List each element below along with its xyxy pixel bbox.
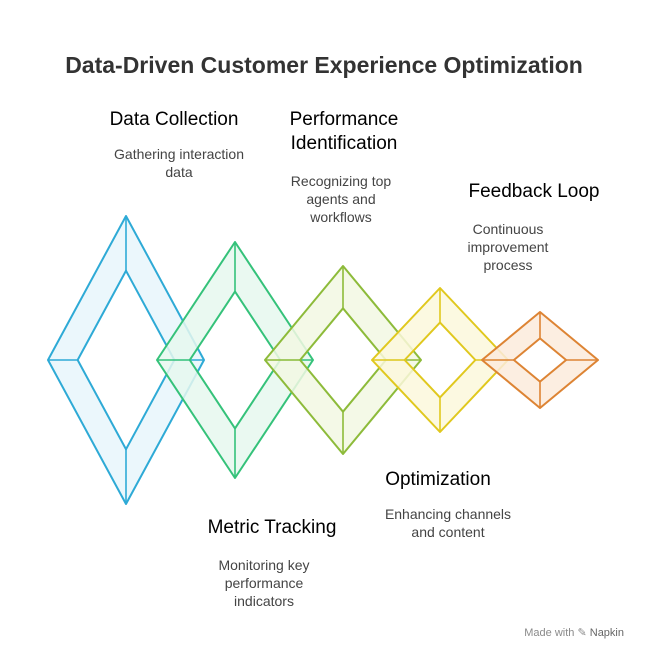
step-title-metric-tracking: Metric Tracking <box>207 517 337 538</box>
step-title-optimization: Optimization <box>385 469 491 490</box>
diamond-data-collection <box>47 215 205 505</box>
step-desc-feedback-loop: Continuous improvement process <box>467 221 549 273</box>
napkin-credit: Made with ✎ Napkin <box>524 626 624 639</box>
diamond-optimization <box>371 287 509 433</box>
credit-brand: Napkin <box>589 627 624 639</box>
step-desc-optimization: Enhancing channels and content <box>384 506 512 540</box>
step-desc-performance-identification: Recognizing top agents and workflows <box>290 173 392 225</box>
step-title-performance-identification: Performance Identification <box>289 109 399 154</box>
credit-prefix: Made with <box>524 627 575 639</box>
diamond-feedback-loop <box>481 311 599 409</box>
diamond-performance-identification <box>264 265 422 455</box>
napkin-logo-icon: ✎ <box>577 627 587 639</box>
step-desc-data-collection: Gathering interaction data <box>114 146 244 180</box>
step-title-feedback-loop: Feedback Loop <box>468 181 600 202</box>
step-title-data-collection: Data Collection <box>109 109 239 130</box>
page-title: Data-Driven Customer Experience Optimiza… <box>65 52 583 78</box>
step-desc-metric-tracking: Monitoring key performance indicators <box>218 557 310 609</box>
diamond-metric-tracking <box>156 241 314 479</box>
